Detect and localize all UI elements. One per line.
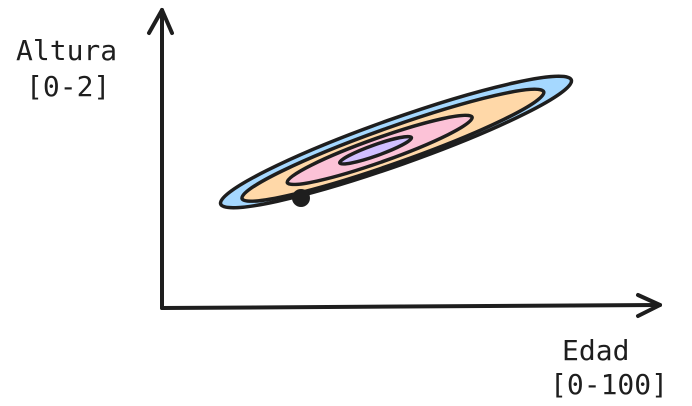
x-axis-arrowhead xyxy=(636,293,662,318)
y-axis-range: [0-2] xyxy=(26,70,110,103)
data-point xyxy=(292,189,310,207)
x-axis xyxy=(160,293,662,318)
x-axis-range: [0-100] xyxy=(550,368,668,401)
y-axis-arrowhead xyxy=(147,8,174,35)
y-axis-label: Altura xyxy=(16,34,117,67)
y-axis xyxy=(147,8,174,310)
contour-group xyxy=(218,74,574,210)
x-axis-label: Edad xyxy=(562,334,629,367)
x-axis-line xyxy=(160,303,662,310)
contour-inner xyxy=(337,134,414,166)
